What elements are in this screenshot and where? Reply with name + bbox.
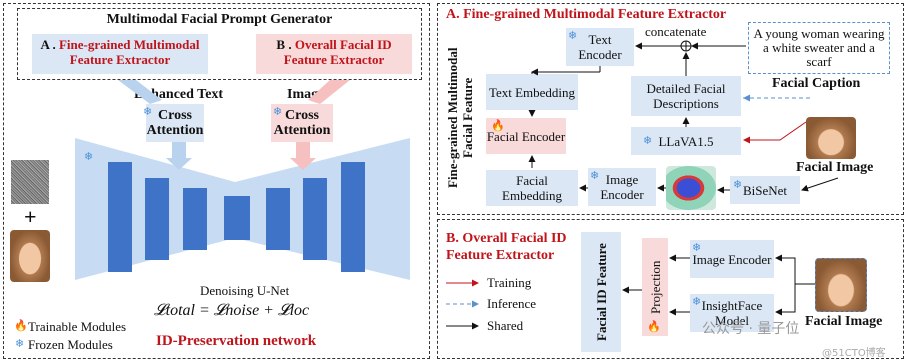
cross-attention-right-label: Cross Attention [273,108,331,138]
panel-a [437,3,904,215]
snowflake-icon: ❄ [692,296,702,308]
fire-icon: 🔥 [14,320,28,332]
box-a-text: Fine-grained Multimodal Feature Extracto… [58,37,200,67]
input-face-image [10,230,50,282]
projection-box: Projection [642,238,668,336]
unet-block [183,188,207,250]
facial-embedding-box: Facial Embedding [486,170,578,206]
prompt-generator-title: Multimodal Facial Prompt Generator [106,12,333,27]
snowflake-icon: ❄ [590,170,600,182]
image-encoder-label-b: Image Encoder [692,251,772,267]
snowflake-icon: ❄ [15,338,25,350]
bisenet-box: BiSeNet [730,176,800,204]
watermark-2: @51CTO博客 [822,348,886,359]
box-a-fine-grained: A . Fine-grained Multimodal Feature Extr… [32,34,208,74]
legend-shared: Shared [487,318,524,333]
insightface-label: InsightFace Model [701,298,763,328]
unet-block [266,188,290,250]
panel-b [437,219,904,359]
text-encoder-label: Text Encoder [578,32,622,62]
snowflake-icon: ❄ [643,135,653,147]
unet-block [341,162,365,272]
facial-id-feature-box: Facial ID Feature [581,232,621,352]
legend-trainable: Trainable Modules [28,319,127,334]
insightface-box: InsightFace Model [690,294,774,332]
facial-image-b [815,258,867,312]
facial-image-label-a: Facial Image [796,160,874,175]
image-encoder-box-b: Image Encoder [690,240,774,278]
cross-attention-left: Cross Attention [146,104,204,142]
panel-a-title: A. Fine-grained Multimodal Feature Extra… [446,7,727,22]
cross-attention-right: Cross Attention [271,104,333,142]
box-b-overall: B . Overall Facial ID Feature Extractor [256,34,412,74]
watermark: 公众号 · 量子位 [702,321,800,337]
caption-text: A young woman wearing a white sweater an… [753,26,885,69]
arrow-cross-to-unet-left [166,142,192,170]
fire-icon: 🔥 [647,321,661,333]
legend-frozen: Frozen Modules [28,337,113,352]
facial-encoder-box: Facial Encoder [486,118,566,154]
unet-block [108,162,132,272]
box-b-text: Overall Facial ID Feature Extractor [283,37,392,67]
text-embedding-box: Text Embedding [486,74,578,110]
snowflake-icon: ❄ [84,151,93,163]
concatenate-label: concatenate [645,24,707,39]
cross-attention-left-label: Cross Attention [146,108,204,138]
text-encoder-box: Text Encoder [566,28,634,66]
image-encoder-box-a: Image Encoder [588,168,656,206]
loss-formula: 𝓛total = 𝓛noise + 𝓛loc [154,302,310,319]
llava-box: LLaVA1.5 [631,127,741,155]
network-title: ID-Preservation network [156,333,317,349]
panel-b-title: B. Overall Facial ID Feature Extractor [446,231,567,263]
id-preservation-panel [3,3,430,359]
unet-label: Denoising U-Net [200,283,290,298]
box-a-prefix: A . [40,37,56,52]
detailed-descriptions-label: Detailed Facial Descriptions [646,81,726,111]
snowflake-icon: ❄ [692,242,702,254]
fire-icon: 🔥 [491,120,505,132]
facial-image-a [806,117,856,159]
arrow-cross-to-unet-right [290,142,316,170]
legend-inference: Inference [487,296,537,311]
noise-image [11,160,49,204]
detailed-descriptions-box: Detailed Facial Descriptions [631,76,741,116]
llava-label: LLaVA1.5 [658,133,714,149]
text-embedding-label: Text Embedding [488,84,576,100]
image-encoder-label-a: Image Encoder [600,172,644,202]
legend-training: Training [487,275,532,290]
unet-block [224,196,250,240]
bisenet-label: BiSeNet [742,182,788,198]
facial-embedding-label: Facial Embedding [502,173,562,203]
prompt-generator-box [17,8,422,80]
frozen-icon: ❄ [273,106,283,118]
box-b-prefix: B . [276,37,292,52]
facial-caption-label: Facial Caption [772,76,861,91]
arrow-to-cross-attention-left [118,80,162,104]
snowflake-icon: ❄ [568,30,578,42]
unet-block [145,178,169,260]
plus-sign: + [24,204,37,229]
snowflake-icon: ❄ [733,179,743,191]
facial-image-label-b: Facial Image [805,314,883,329]
facial-encoder-label: Facial Encoder [486,128,566,144]
unet-block [303,178,327,260]
caption-box: A young woman wearing a white sweater an… [748,22,890,74]
frozen-icon: ❄ [143,106,153,118]
arrow-to-cross-attention-right [308,80,350,104]
segmented-face [666,166,716,210]
